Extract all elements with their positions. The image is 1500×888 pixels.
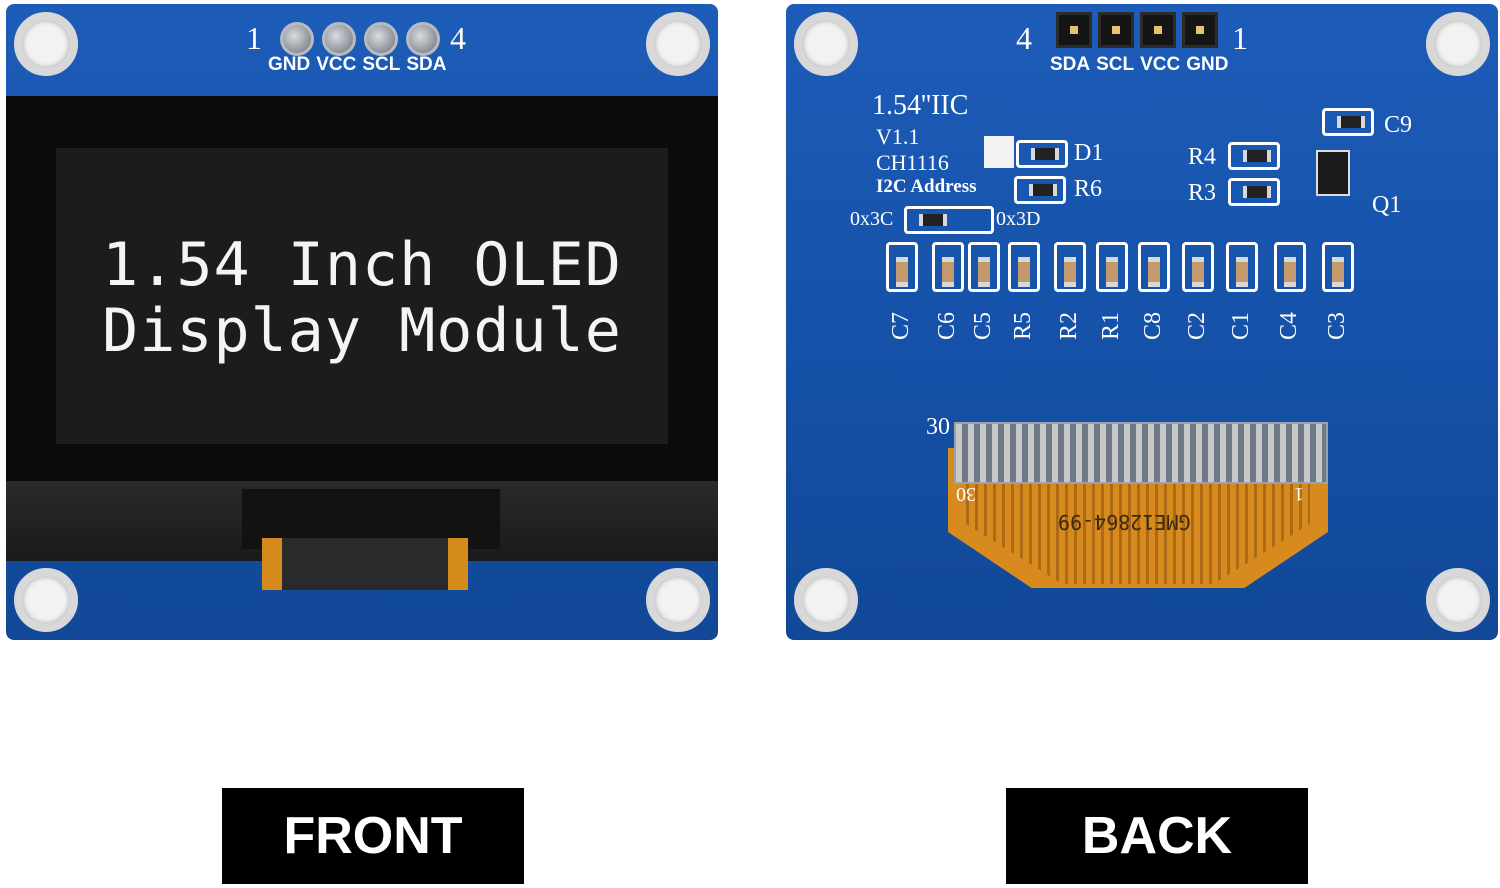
pin-label-scl: SCL [1096,54,1135,75]
connector-label-top: 30 [926,414,950,440]
header-pin [364,22,398,56]
component-c2 [1182,242,1214,292]
mount-hole [1426,12,1490,76]
pin-label-scl: SCL [362,54,401,75]
silk-version: V1.1 [876,124,920,149]
oled-glass: 1.54 Inch OLED Display Module [6,96,718,481]
label-c9: C9 [1384,112,1413,138]
header-pins [1056,12,1218,48]
header-pin [1182,12,1218,48]
component-c6 [932,242,964,292]
mount-hole [1426,568,1490,632]
silk-title: 1.54''IIC [872,90,969,121]
component-c3 [1322,242,1354,292]
mount-hole [646,568,710,632]
component-c8 [1138,242,1170,292]
pin-number-left: 1 [246,20,262,56]
silk-address: I2C Address [876,176,977,197]
screen-line-1: 1.54 Inch OLED [102,230,622,300]
label-c4: C4 [1276,311,1302,340]
label-c8: C8 [1140,311,1166,340]
label-r6: R6 [1074,176,1103,202]
header-pin [1140,12,1176,48]
header-pin [322,22,356,56]
mount-hole [794,12,858,76]
white-pad [984,136,1014,168]
pin-label-gnd: GND [1186,54,1229,75]
component-r3 [1228,178,1280,206]
caption-back: BACK [1006,788,1308,884]
mount-hole [14,568,78,632]
component-c5 [968,242,1000,292]
header-pin [280,22,314,56]
mount-hole [646,12,710,76]
addr-right: 0x3D [996,208,1041,230]
pin-label-vcc: VCC [316,54,357,75]
label-c6: C6 [934,311,960,340]
component-r4 [1228,142,1280,170]
component-r5 [1008,242,1040,292]
pin-number-right: 4 [450,20,466,56]
component-r6 [1014,176,1066,204]
pin-label-sda: SDA [406,54,447,75]
label-c2: C2 [1184,311,1210,340]
label-c1: C1 [1228,311,1254,340]
label-r2: R2 [1056,311,1082,340]
mount-hole [14,12,78,76]
transistor-q1 [1316,150,1350,196]
silk-chip: CH1116 [876,150,949,175]
back-board: 4 1 SDA SCL VCC GND 1.54''IIC V1.1 CH111… [786,4,1498,640]
header-pins [280,22,440,56]
component-c9 [1322,108,1374,136]
flex-pin-right: 1 [1294,483,1304,505]
pin-number-left: 4 [1016,20,1032,56]
caption-front: FRONT [222,788,524,884]
header-pin [1098,12,1134,48]
component-r2 [1054,242,1086,292]
label-c5: C5 [970,311,996,340]
flex-part-label: GME12864-99 [1058,510,1191,534]
fpc-connector [954,422,1328,484]
flex-cable-center [282,538,448,590]
header-pin [406,22,440,56]
label-q1: Q1 [1372,192,1402,218]
pin-labels: GND VCC SCL SDA [268,54,446,76]
pin-number-right: 1 [1232,20,1248,56]
front-board: 1 4 GND VCC SCL SDA 1.54 Inch OLED Displ… [6,4,718,640]
mount-hole [794,568,858,632]
label-r5: R5 [1010,311,1036,340]
label-r4: R4 [1188,144,1217,170]
addr-left: 0x3C [850,208,894,230]
label-r3: R3 [1188,180,1217,206]
pin-label-sda: SDA [1050,54,1091,75]
component-c4 [1274,242,1306,292]
oled-screen: 1.54 Inch OLED Display Module [56,148,668,444]
label-c7: C7 [888,311,914,340]
pin-labels: SDA SCL VCC GND [1050,54,1228,76]
component-c7 [886,242,918,292]
label-d1: D1 [1074,140,1104,166]
pin-label-vcc: VCC [1140,54,1181,75]
pin-label-gnd: GND [268,54,311,75]
label-c3: C3 [1324,311,1350,340]
addr-jumper [904,206,994,234]
header-pin [1056,12,1092,48]
screen-line-2: Display Module [102,296,622,366]
component-r1 [1096,242,1128,292]
component-c1 [1226,242,1258,292]
label-r1: R1 [1098,311,1124,340]
flex-pin-left: 30 [956,483,976,505]
component-d1 [1016,140,1068,168]
